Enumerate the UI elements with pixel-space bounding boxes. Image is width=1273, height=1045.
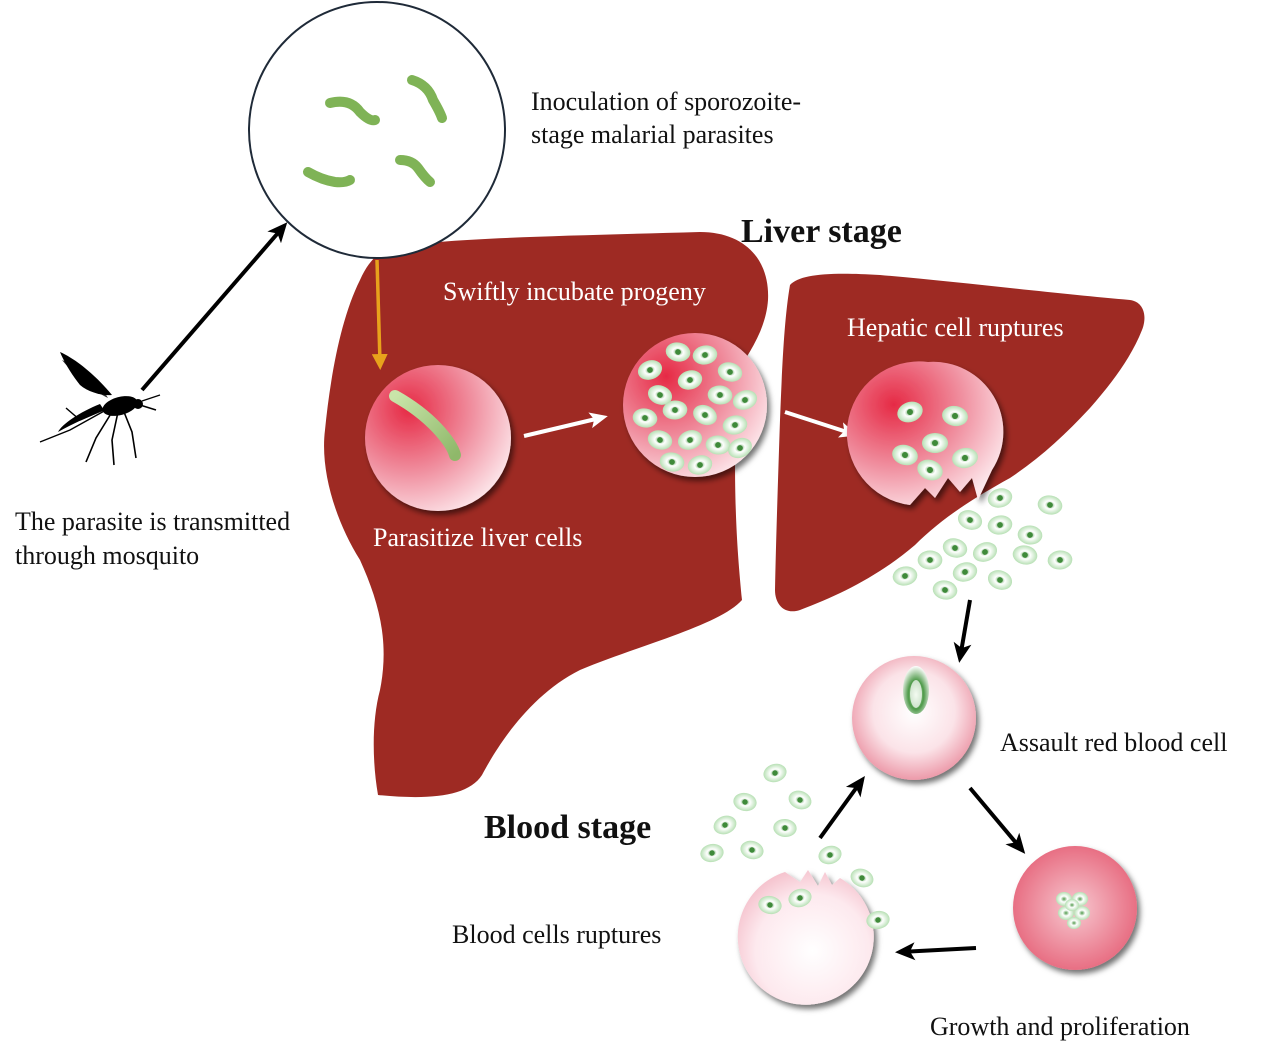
label-growth: Growth and proliferation xyxy=(930,1012,1190,1041)
sporozoite-circle xyxy=(248,1,506,259)
merozoite xyxy=(761,761,789,785)
merozoite xyxy=(985,566,1015,594)
rbc-assault xyxy=(852,656,976,780)
merozoite xyxy=(1016,524,1044,546)
mosquito-icon xyxy=(39,352,161,466)
merozoite xyxy=(738,838,766,862)
merozoite xyxy=(731,791,759,813)
progeny-liver-cell xyxy=(623,333,767,478)
merozoite xyxy=(917,550,943,570)
merozoite xyxy=(816,843,844,867)
arrow-to-rupture xyxy=(784,410,858,438)
merozoite xyxy=(986,513,1014,537)
label-transmit-line2: through mosquito xyxy=(15,541,200,570)
arrow-inoculation xyxy=(371,259,388,370)
merozoite xyxy=(940,535,970,561)
merozoite xyxy=(847,865,877,891)
parasitized-liver-cell xyxy=(365,365,511,511)
merozoite xyxy=(1011,543,1039,567)
merozoite xyxy=(891,564,919,588)
arrow-mosquito-to-sporozoites xyxy=(140,222,288,392)
arrow-to-rbc xyxy=(953,599,972,663)
label-blood-ruptures: Blood cells ruptures xyxy=(452,920,662,949)
label-inoculation-line1: Inoculation of sporozoite- xyxy=(531,87,802,116)
arrow-to-rupture-rbc xyxy=(895,942,977,961)
merozoite xyxy=(1046,549,1074,571)
rbc-ruptured xyxy=(737,870,874,1005)
label-parasitize: Parasitize liver cells xyxy=(373,523,583,552)
arrow-to-growth xyxy=(968,786,1026,854)
label-swiftly: Swiftly incubate progeny xyxy=(443,277,706,306)
heading-liver-stage: Liver stage xyxy=(741,213,902,250)
label-hepatic: Hepatic cell ruptures xyxy=(847,313,1064,342)
arrow-to-progeny xyxy=(523,412,608,438)
merozoite xyxy=(772,818,798,838)
liver-left-lobe xyxy=(324,232,769,798)
rbc-growth xyxy=(1013,846,1137,970)
label-transmit-line1: The parasite is transmitted xyxy=(15,507,291,536)
merozoite xyxy=(970,538,1000,566)
merozoite xyxy=(922,433,948,453)
merozoite xyxy=(950,559,980,585)
merozoite xyxy=(698,842,726,864)
merozoite xyxy=(931,578,959,602)
merozoite xyxy=(785,787,815,813)
merozoite xyxy=(710,812,740,838)
merozoite xyxy=(955,506,985,534)
label-inoculation-line2: stage malarial parasites xyxy=(531,120,774,149)
label-assault: Assault red blood cell xyxy=(1000,728,1228,757)
heading-blood-stage: Blood stage xyxy=(484,809,652,846)
merozoite xyxy=(1036,493,1064,517)
arrow-to-reinvade xyxy=(818,775,865,840)
ruptured-hepatic-cell xyxy=(846,361,1004,505)
